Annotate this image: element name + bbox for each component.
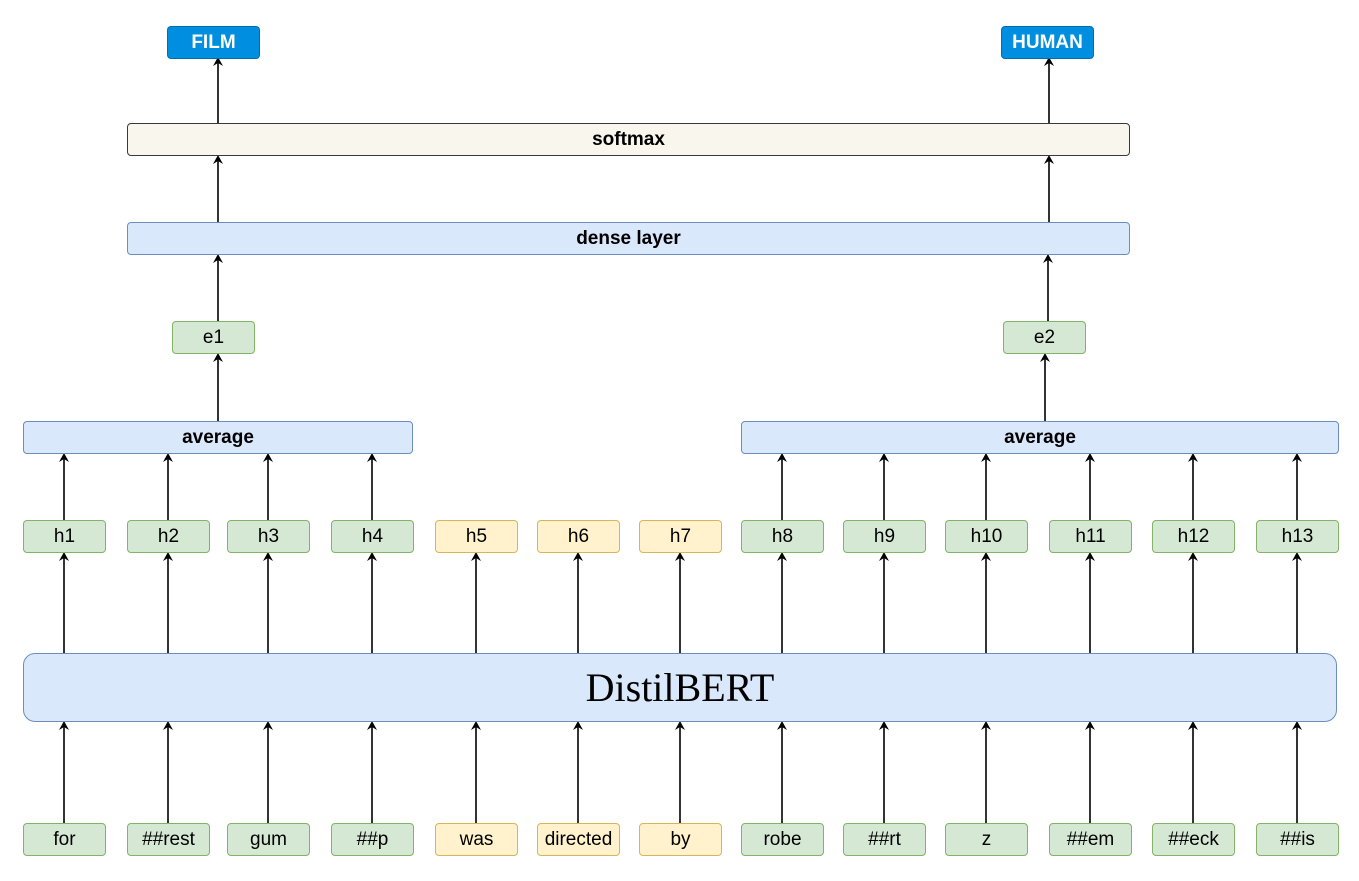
hidden-state-label: h6: [567, 525, 590, 547]
entity-e2-label: e2: [1033, 326, 1056, 348]
token-box-10: z: [945, 823, 1028, 856]
token-label: directed: [544, 828, 613, 850]
hidden-state-box-1: h1: [23, 520, 106, 553]
token-box-13: ##is: [1256, 823, 1339, 856]
average-right-box: average: [741, 421, 1339, 454]
token-box-2: ##rest: [127, 823, 210, 856]
hidden-state-label: h2: [157, 525, 180, 547]
output-human-label: HUMAN: [1012, 31, 1083, 53]
dense-layer-label: dense layer: [576, 227, 681, 249]
distilbert-box: DistilBERT: [23, 653, 1337, 722]
hidden-state-label: h10: [970, 525, 1003, 547]
hidden-state-box-6: h6: [537, 520, 620, 553]
token-label: z: [981, 828, 992, 850]
token-box-1: for: [23, 823, 106, 856]
token-label: ##rt: [868, 828, 901, 850]
token-box-6: directed: [537, 823, 620, 856]
hidden-state-box-13: h13: [1256, 520, 1339, 553]
entity-e1-box: e1: [172, 321, 255, 354]
token-label: ##p: [356, 828, 389, 850]
hidden-state-box-8: h8: [741, 520, 824, 553]
token-box-9: ##rt: [843, 823, 926, 856]
dense-layer-box: dense layer: [127, 222, 1130, 255]
token-label: robe: [763, 828, 802, 850]
token-box-5: was: [435, 823, 518, 856]
entity-e2-box: e2: [1003, 321, 1086, 354]
softmax-box: softmax: [127, 123, 1130, 156]
hidden-state-box-11: h11: [1049, 520, 1132, 553]
token-label: ##is: [1280, 828, 1315, 850]
hidden-state-label: h8: [771, 525, 794, 547]
hidden-state-box-9: h9: [843, 520, 926, 553]
hidden-state-label: h9: [873, 525, 896, 547]
arrow-group: [59, 57, 1302, 823]
hidden-state-label: h4: [361, 525, 384, 547]
token-label: ##eck: [1168, 828, 1219, 850]
token-box-7: by: [639, 823, 722, 856]
token-box-3: gum: [227, 823, 310, 856]
hidden-state-box-2: h2: [127, 520, 210, 553]
softmax-label: softmax: [592, 128, 665, 150]
token-box-11: ##em: [1049, 823, 1132, 856]
token-label: by: [670, 828, 691, 850]
token-box-12: ##eck: [1152, 823, 1235, 856]
hidden-state-box-7: h7: [639, 520, 722, 553]
entity-e1-label: e1: [202, 326, 225, 348]
hidden-state-label: h12: [1177, 525, 1210, 547]
average-left-box: average: [23, 421, 413, 454]
hidden-state-label: h13: [1281, 525, 1314, 547]
hidden-state-label: h3: [257, 525, 280, 547]
hidden-state-label: h7: [669, 525, 692, 547]
token-box-8: robe: [741, 823, 824, 856]
hidden-state-box-5: h5: [435, 520, 518, 553]
hidden-state-label: h11: [1075, 525, 1106, 547]
token-label: ##rest: [142, 828, 195, 850]
token-label: was: [459, 828, 494, 850]
output-film-label: FILM: [191, 31, 236, 53]
average-right-label: average: [1004, 426, 1076, 448]
output-film-box: FILM: [167, 26, 260, 59]
token-label: gum: [250, 828, 287, 850]
average-left-label: average: [182, 426, 254, 448]
distilbert-label: DistilBERT: [585, 665, 775, 710]
output-human-box: HUMAN: [1001, 26, 1094, 59]
token-box-4: ##p: [331, 823, 414, 856]
hidden-state-label: h1: [53, 525, 76, 547]
token-label: for: [53, 828, 76, 850]
hidden-state-box-10: h10: [945, 520, 1028, 553]
hidden-state-box-12: h12: [1152, 520, 1235, 553]
token-label: ##em: [1066, 828, 1115, 850]
hidden-state-box-3: h3: [227, 520, 310, 553]
hidden-state-box-4: h4: [331, 520, 414, 553]
hidden-state-label: h5: [465, 525, 488, 547]
